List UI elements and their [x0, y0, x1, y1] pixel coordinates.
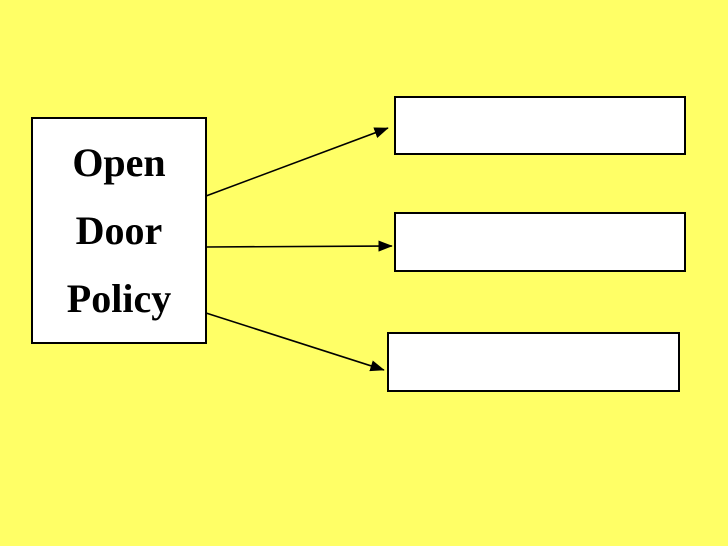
open-door-policy-box[interactable]: Open Door Policy [31, 117, 207, 344]
branch-box-2-text [396, 214, 684, 270]
branch-box-2[interactable] [394, 212, 686, 272]
connector-to-branch-1 [205, 127, 389, 197]
branch-box-1[interactable] [394, 96, 686, 155]
title-line-door: Door [75, 207, 163, 253]
branch-box-1-text [396, 98, 684, 153]
branch-box-3[interactable] [387, 332, 680, 392]
title-line-open: Open [72, 139, 166, 185]
branch-box-3-text [389, 334, 678, 390]
title-line-policy: Policy [66, 275, 172, 321]
connector-to-branch-3 [205, 312, 385, 372]
connector-to-branch-2 [205, 240, 393, 252]
